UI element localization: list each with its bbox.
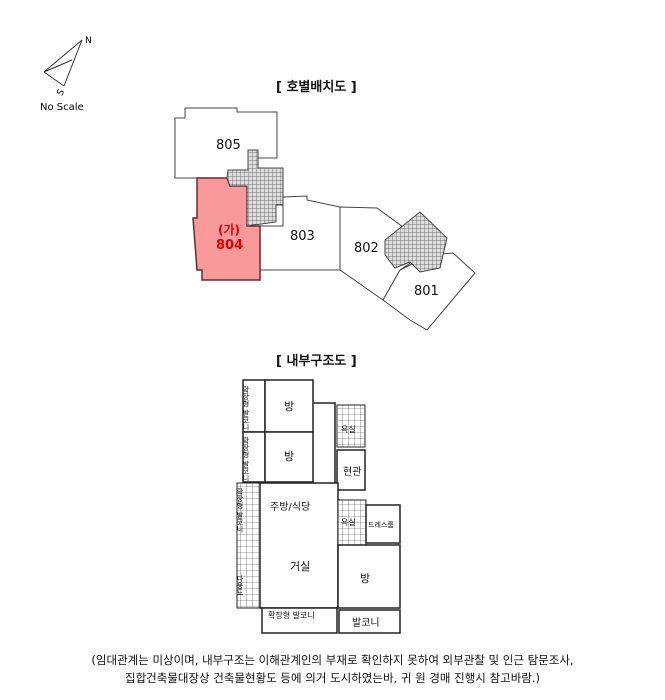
balcony-ext-bottom-label: 확장형 발코니 [268, 610, 315, 620]
unit-804-label: 804 [216, 238, 243, 253]
unit-803-label: 803 [290, 229, 315, 244]
room-2-label: 방 [284, 450, 294, 463]
balcony-ext-3-label: 확장형 발코니 [236, 487, 244, 533]
room-3 [337, 544, 401, 609]
balcony-ext-bottom [261, 607, 338, 634]
site-plan-title: [ 호별배치도 ] [276, 80, 357, 95]
balcony [338, 609, 401, 634]
utility-label: 다용도 [236, 574, 244, 596]
dressroom-label: 드레스룸 [368, 520, 394, 529]
core-stair-east [384, 211, 448, 273]
footnote-line-2: 집합건축물대장상 건축물현황도 등에 의거 도시하였는바, 귀 원 경매 진행시… [125, 671, 540, 685]
compass-south: S [56, 88, 68, 98]
unit-804-tag: (가) [218, 222, 240, 237]
bath-2-label: 욕실 [341, 517, 356, 527]
bathroom-1 [336, 404, 366, 448]
kitchen-label: 주방/식당 [270, 501, 310, 513]
entrance [336, 449, 366, 491]
room-3-label: 방 [360, 572, 370, 585]
entrance-label: 현관 [343, 466, 361, 478]
unit-801-label: 801 [414, 284, 439, 299]
balcony-ext-2-label: 확장형 발코니 [242, 436, 250, 482]
unit-802-label: 802 [354, 241, 379, 256]
room-2 [264, 431, 314, 483]
bathroom-2 [337, 499, 367, 546]
compass-north: N [85, 36, 92, 46]
floor-plan-title: [ 내부구조도 ] [276, 354, 357, 369]
floor-plan: 방 방 현관 욕실 주방/식당 거실 욕실 드레스룸 방 확장형 발코니 발코니… [236, 379, 401, 634]
balcony-label: 발코니 [352, 617, 380, 629]
scale-note: No Scale [40, 102, 84, 113]
footnote-line-1: (임대관계는 미상이며, 내부구조는 이해관계인의 부재로 확인하지 못하여 외… [91, 653, 574, 667]
compass-icon: N S [43, 36, 92, 98]
dressroom [365, 504, 401, 544]
living-label: 거실 [290, 560, 310, 573]
site-plan: 805 (가) 804 803 802 801 [174, 107, 476, 331]
room-1-label: 방 [284, 400, 294, 413]
bath-1-label: 욕실 [341, 424, 356, 434]
balcony-ext-1-label: 확장형 발코니 [242, 385, 250, 431]
unit-805-label: 805 [216, 138, 241, 153]
core-stair-west [226, 149, 284, 227]
